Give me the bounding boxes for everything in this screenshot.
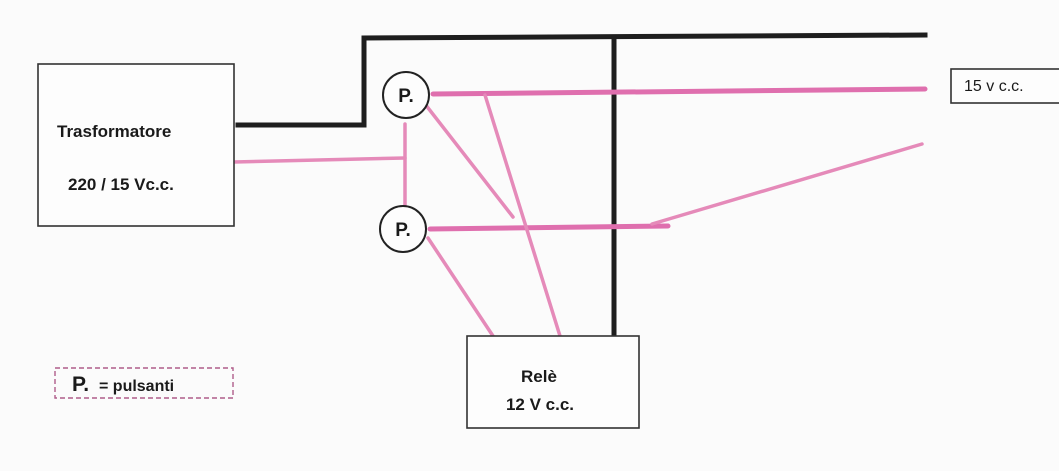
pink-wires (232, 86, 928, 338)
black-wires (235, 32, 928, 341)
pink-wire-transformer-out (232, 156, 407, 164)
pink-wire-top-button-to-relay-b (483, 93, 562, 338)
transformer-title: Trasformatore (57, 122, 171, 141)
legend-symbol: P. (72, 373, 89, 396)
push-button-bottom-label: P. (395, 220, 411, 241)
legend-text: = pulsanti (99, 378, 174, 395)
pink-wire-diagonal-to-right (650, 142, 924, 226)
push-button-bottom: P. (379, 205, 427, 253)
output-label-box: 15 v c.c. (950, 68, 1059, 104)
push-button-top-label: P. (398, 86, 414, 107)
output-frame (950, 68, 1059, 104)
push-button-bottom-circle (379, 205, 427, 253)
pink-wire-bottom-button-to-relay (426, 236, 495, 338)
transformer-rating: 220 / 15 Vc.c. (68, 175, 174, 194)
relay-title: Relè (521, 367, 557, 386)
pink-wire-top-button-to-relay-a (423, 102, 515, 219)
legend: P. = pulsanti (54, 367, 234, 399)
transformer-box: Trasformatore 220 / 15 Vc.c. (37, 63, 235, 227)
transformer-frame (37, 63, 235, 227)
push-button-top: P. (382, 71, 430, 119)
black-wire-transformer-to-bus (235, 32, 928, 128)
relay-frame (466, 335, 640, 429)
pink-wire-bottom-button-line (427, 223, 671, 232)
push-button-top-circle (382, 71, 430, 119)
legend-frame (54, 367, 234, 399)
relay-rating: 12 V c.c. (506, 395, 574, 414)
output-label: 15 v c.c. (964, 78, 1024, 95)
pink-wire-top-button-to-output (430, 86, 928, 97)
relay-box: Relè 12 V c.c. (466, 335, 640, 429)
